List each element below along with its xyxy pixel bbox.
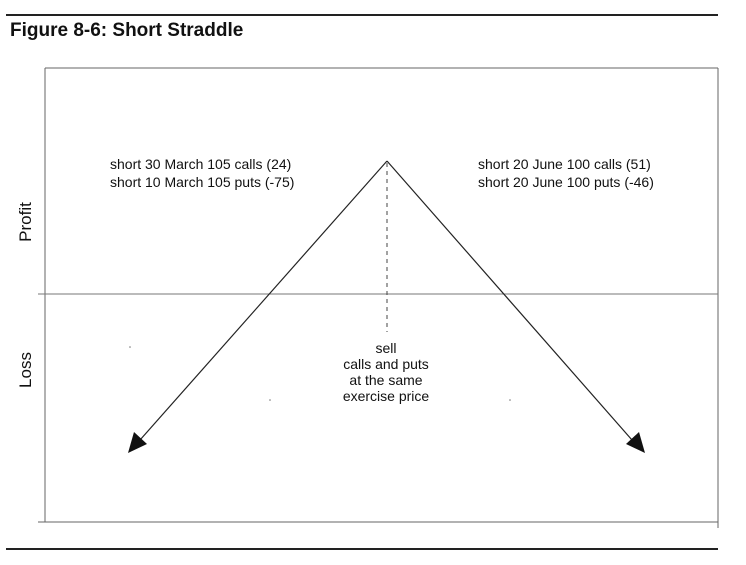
- profit-axis-label: Profit: [16, 202, 35, 242]
- loss-axis-label: Loss: [16, 352, 35, 388]
- strike-annotation-line: at the same: [349, 372, 423, 388]
- left-payoff-leg: [139, 160, 388, 441]
- scan-speck: [509, 399, 511, 401]
- left-annotation-line: short 10 March 105 puts (-75): [110, 174, 295, 190]
- left-annotation: short 30 March 105 calls (24) short 10 M…: [110, 155, 294, 191]
- scan-speck: [129, 346, 131, 348]
- strike-annotation-line: exercise price: [342, 388, 430, 404]
- top-rule: [6, 14, 718, 16]
- figure-title: Figure 8-6: Short Straddle: [10, 20, 244, 41]
- right-annotation: short 20 June 100 calls (51) short 20 Ju…: [478, 155, 654, 191]
- right-annotation-line: short 20 June 100 puts (-46): [478, 174, 654, 190]
- strike-annotation-line: calls and puts: [343, 356, 429, 372]
- strike-annotation: sell calls and puts at the same exercise…: [300, 340, 472, 404]
- bottom-rule: [6, 548, 718, 550]
- scan-speck: [269, 399, 271, 401]
- right-annotation-line: short 20 June 100 calls (51): [478, 156, 651, 172]
- strike-annotation-line: sell: [375, 340, 397, 356]
- left-arrow-head: [128, 432, 147, 453]
- left-annotation-line: short 30 March 105 calls (24): [110, 156, 292, 172]
- right-payoff-leg: [386, 160, 633, 441]
- right-arrow-head: [626, 432, 645, 453]
